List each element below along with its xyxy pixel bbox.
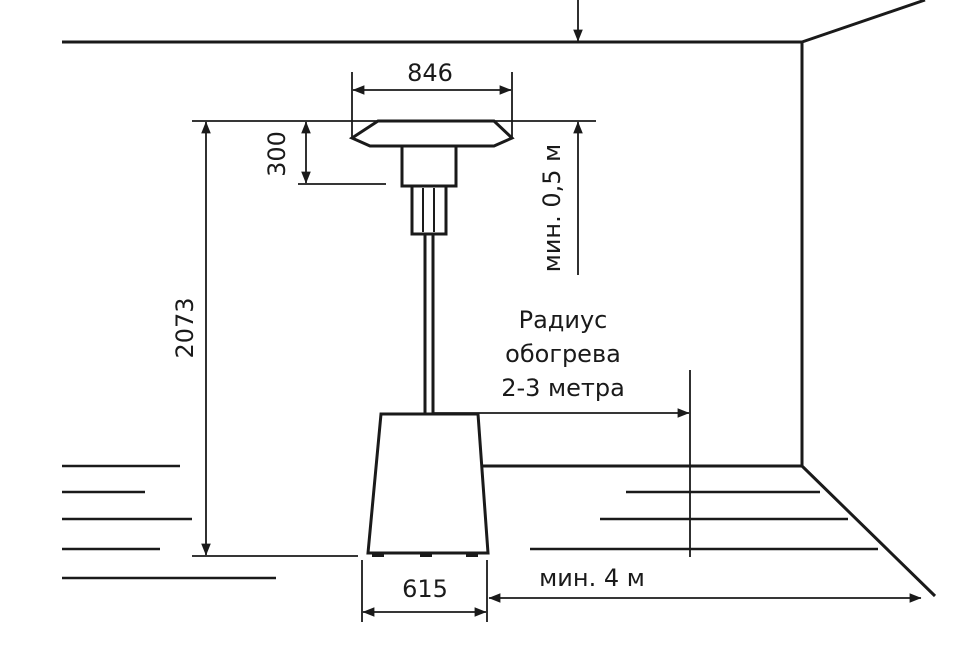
dimension-lines <box>192 0 922 622</box>
floor-perspective-line <box>800 464 937 598</box>
heating-radius-line2: обогрева <box>505 340 621 368</box>
floor-hatching <box>62 464 878 580</box>
width-label: 846 <box>407 59 453 87</box>
total-height-label: 2073 <box>171 297 199 358</box>
wall-distance-label: мин. 4 м <box>539 564 645 592</box>
heater-feet <box>372 553 478 557</box>
heater-pole <box>423 232 435 416</box>
ceiling-clearance-label: мин. 0,5 м <box>538 144 566 273</box>
base-width-label: 615 <box>402 575 448 603</box>
cap-height-label: 300 <box>263 131 291 177</box>
ceiling-perspective-line <box>801 0 926 44</box>
heater-connector <box>410 184 448 236</box>
heater-base-housing <box>366 412 490 555</box>
patio-heater <box>348 119 515 557</box>
heating-radius-line3: 2-3 метра <box>501 374 625 402</box>
room-outline <box>62 0 937 598</box>
heating-radius-line1: Радиус <box>519 306 608 334</box>
heater-burner-head <box>400 144 458 188</box>
heater-reflector-cap <box>348 119 515 148</box>
